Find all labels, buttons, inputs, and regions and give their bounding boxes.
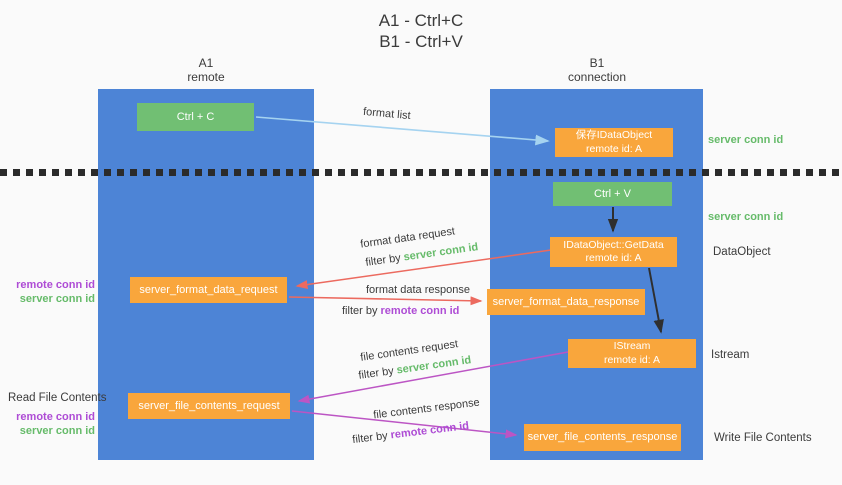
lifeline-header-b1: B1 connection — [517, 56, 677, 85]
save-idataobject-line1: 保存IDataObject — [575, 129, 653, 142]
format-list-label: format list — [362, 105, 412, 123]
server-conn-id-text: server conn id — [395, 354, 473, 377]
ctrl-c-box: Ctrl + C — [137, 103, 254, 131]
lifeline-b1-role: connection — [567, 70, 627, 85]
istream-annotation: Istream — [711, 349, 750, 361]
getdata-line2: remote id: A — [585, 252, 642, 264]
lifeline-header-a1: A1 remote — [126, 56, 286, 85]
remote-conn-id-annotation-2: remote conn id — [16, 411, 95, 423]
lifeline-b1-name: B1 — [589, 56, 605, 70]
remote-conn-id-annotation-1: remote conn id — [16, 279, 95, 291]
server-format-data-response-box: server_format_data_response — [487, 289, 645, 315]
title-line-1: A1 - Ctrl+C — [378, 11, 464, 30]
filter-by-text: filter by — [342, 305, 378, 317]
filter-by-remote-conn-id-label-1: filter by remote conn id — [342, 305, 459, 317]
save-idataobject-line2: remote id: A — [585, 142, 643, 155]
write-file-contents-annotation: Write File Contents — [714, 432, 812, 444]
server-conn-id-text: server conn id — [402, 241, 480, 264]
read-file-contents-annotation: Read File Contents — [8, 392, 107, 404]
dotted-separator — [0, 169, 842, 176]
istream-box: IStream remote id: A — [568, 339, 696, 368]
filter-by-remote-conn-id-label-2: filter by remote conn id — [352, 420, 470, 446]
diagram-title: A1 - Ctrl+C B1 - Ctrl+V — [0, 10, 842, 53]
format-data-response-label: format data response — [366, 284, 470, 296]
remote-conn-id-text: remote conn id — [380, 305, 460, 317]
istream-line2: remote id: A — [603, 353, 661, 366]
title-line-2: B1 - Ctrl+V — [379, 32, 463, 52]
server-conn-id-annotation-2: server conn id — [708, 211, 784, 223]
filter-by-text: filter by — [357, 365, 395, 382]
filter-by-text: filter by — [364, 252, 402, 269]
getdata-line1: IDataObject::GetData — [563, 238, 664, 251]
server-conn-id-annotation-left-2: server conn id — [19, 425, 95, 438]
remote-conn-id-text: remote conn id — [389, 419, 470, 442]
lifeline-a1-name: A1 — [198, 56, 214, 70]
server-format-data-request-box: server_format_data_request — [130, 277, 287, 303]
left-conn-ids-2: remote conn id server conn id — [0, 410, 95, 439]
server-file-contents-response-box: server_file_contents_response — [524, 424, 681, 451]
left-conn-ids-1: remote conn id server conn id — [0, 278, 95, 307]
getdata-box: IDataObject::GetData remote id: A — [550, 237, 677, 267]
file-contents-response-label: file contents response — [372, 396, 481, 422]
lifeline-a1-role: remote — [187, 70, 225, 85]
format-data-response-arrow — [288, 296, 483, 306]
server-conn-id-annotation-1: server conn id — [708, 134, 784, 146]
save-idataobject-box: 保存IDataObject remote id: A — [555, 128, 673, 157]
ctrl-v-box: Ctrl + V — [553, 182, 672, 206]
dataobject-annotation: DataObject — [713, 246, 771, 258]
server-conn-id-annotation-left-1: server conn id — [19, 293, 95, 306]
server-file-contents-request-box: server_file_contents_request — [128, 393, 290, 419]
filter-by-text: filter by — [351, 429, 389, 447]
istream-line1: IStream — [613, 340, 651, 353]
